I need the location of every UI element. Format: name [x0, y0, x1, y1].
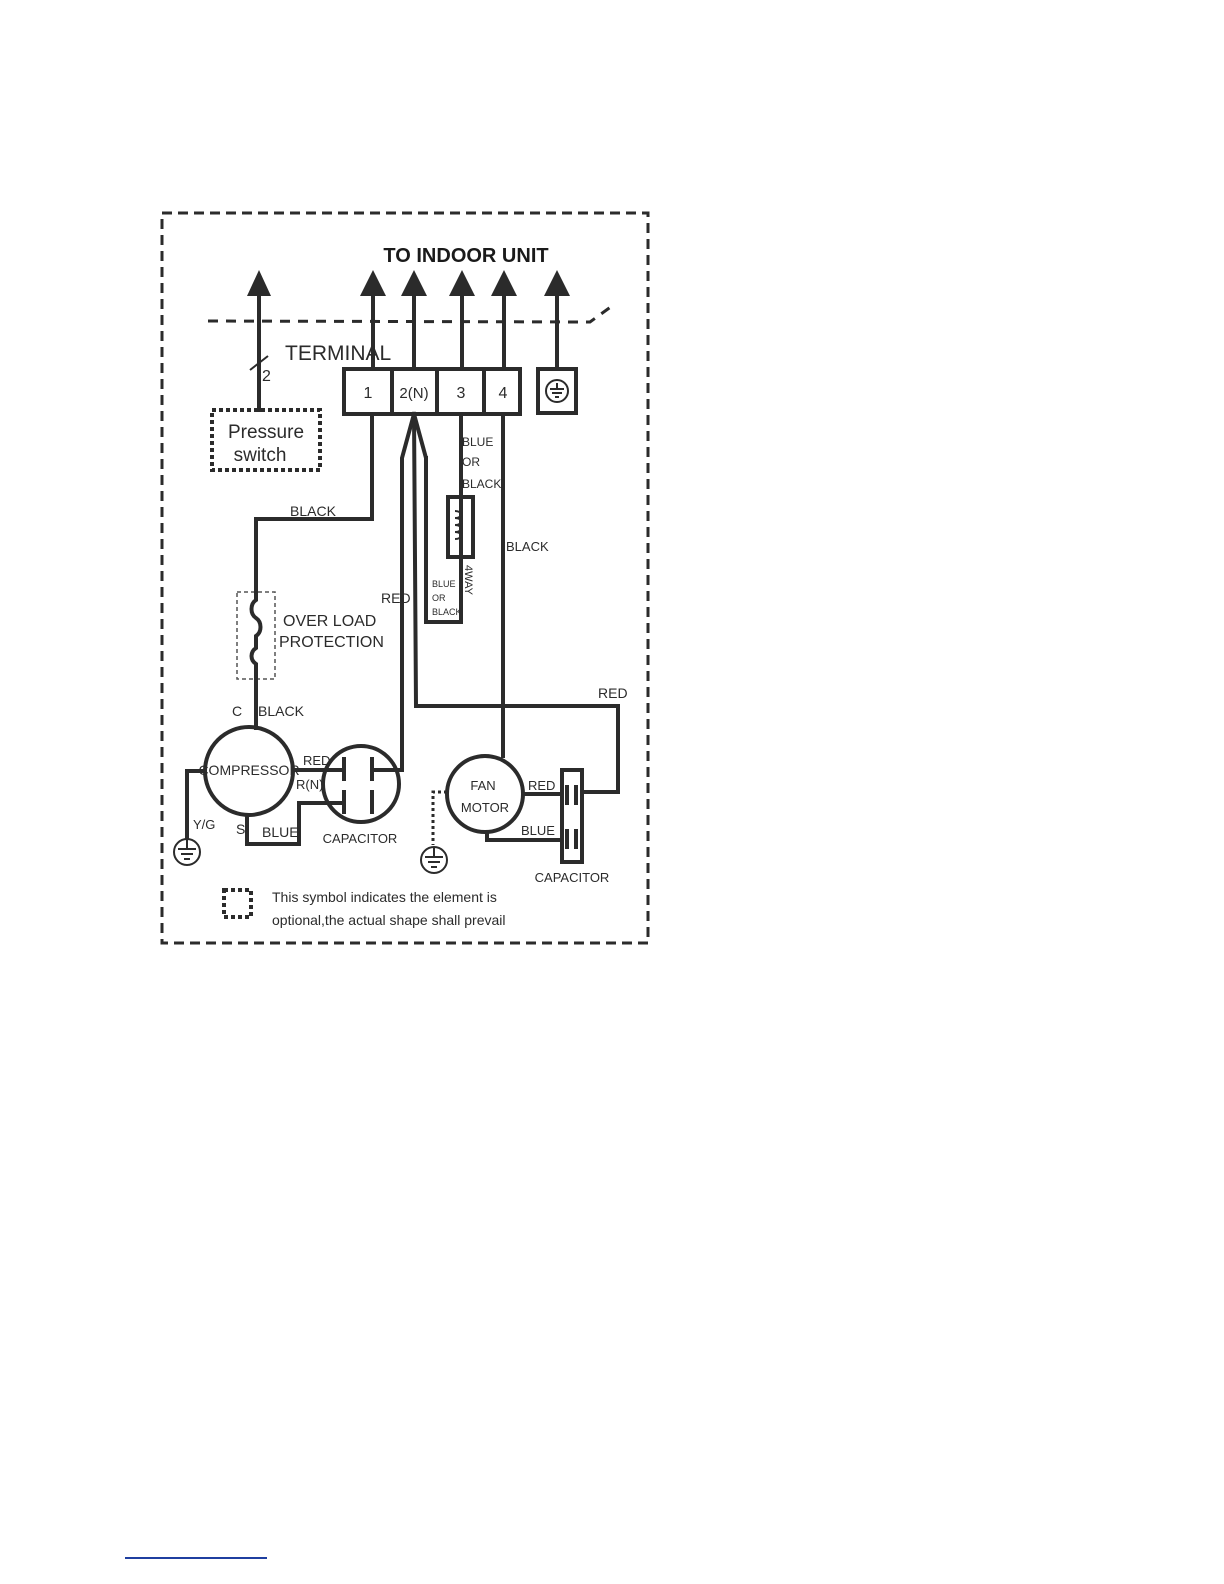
terminal-block: 1 2(N) 3 4 [344, 369, 520, 414]
label-red-fan: RED [528, 778, 555, 793]
fan-capacitor-label: CAPACITOR [535, 870, 610, 885]
terminal-4: 4 [499, 385, 508, 402]
ground-terminal [538, 369, 576, 413]
label-blue-fan: BLUE [521, 823, 555, 838]
fan-ground-icon [421, 847, 447, 873]
legend-line-2: optional,the actual shape shall prevail [272, 912, 506, 928]
label-red-t2: RED [381, 590, 411, 606]
legend-optional-symbol [224, 890, 251, 917]
label-black-c: BLACK [258, 703, 305, 719]
pin-s: S [236, 821, 245, 837]
diagram-title: TO INDOOR UNIT [383, 245, 548, 267]
fan-motor-label-1: FAN [470, 778, 495, 793]
compressor-capacitor [323, 746, 402, 822]
fan-ground-optional-wire [433, 792, 447, 845]
overload-element [252, 592, 261, 679]
label-bob-bot-2: OR [432, 593, 446, 603]
legend-line-1: This symbol indicates the element is [272, 889, 497, 905]
unit-boundary-line [208, 306, 612, 322]
terminal-2: 2(N) [399, 385, 428, 402]
fan-capacitor [562, 770, 582, 862]
ground-icon [174, 839, 200, 865]
wire-red-fan-cap [414, 414, 618, 792]
pin-rn: R(N) [296, 777, 323, 792]
overload-label-1: OVER LOAD [283, 613, 376, 630]
label-bob-bot-3: BLACK [432, 607, 462, 617]
terminal-3: 3 [457, 385, 466, 402]
terminal-1: 1 [364, 385, 373, 402]
fan-motor [447, 756, 523, 832]
pin-c: C [232, 703, 242, 719]
four-way-label: 4WAY [462, 565, 474, 596]
pressure-switch-label-1: Pressure [228, 422, 304, 443]
label-yg: Y/G [193, 817, 215, 832]
overload-label-2: PROTECTION [279, 634, 384, 651]
pressure-switch-label-2: switch [234, 445, 287, 466]
label-bob-top-3: BLACK [462, 477, 501, 491]
capacitor-label: CAPACITOR [323, 831, 398, 846]
label-bob-top-2: OR [462, 455, 480, 469]
label-black-top: BLACK [290, 503, 337, 519]
wire-count: 2 [262, 368, 271, 385]
label-black-t4: BLACK [506, 539, 549, 554]
label-bob-bot-1: BLUE [432, 579, 456, 589]
label-bob-top-1: BLUE [462, 435, 493, 449]
compressor-label: COMPRESSOR [198, 762, 299, 778]
label-blue-comp: BLUE [262, 824, 299, 840]
fan-motor-label-2: MOTOR [461, 800, 509, 815]
footnote-rule [125, 1557, 267, 1559]
terminal-label: TERMINAL [285, 342, 391, 365]
label-red-right: RED [598, 685, 628, 701]
